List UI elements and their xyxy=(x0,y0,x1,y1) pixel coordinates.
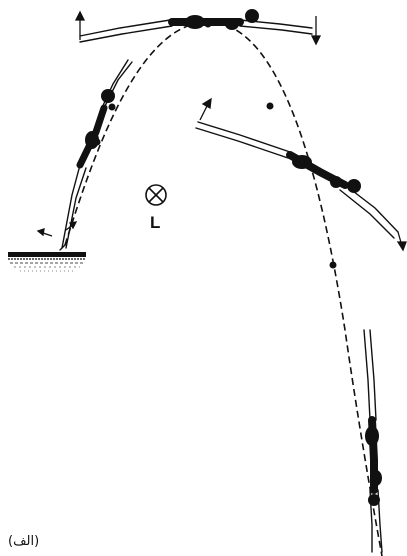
diver-entry xyxy=(364,330,382,552)
arrow-icon xyxy=(200,99,406,250)
center-of-mass-points xyxy=(94,21,376,436)
rotation-axis-label: L xyxy=(150,213,160,233)
springboard xyxy=(8,252,86,271)
center-of-mass-trajectory xyxy=(65,22,382,556)
figure-caption: (الف) xyxy=(8,534,39,549)
circle-cross-icon xyxy=(146,185,166,205)
diver-apex xyxy=(80,9,312,42)
diver-descent-pike xyxy=(196,122,398,238)
diver-takeoff xyxy=(60,60,132,250)
